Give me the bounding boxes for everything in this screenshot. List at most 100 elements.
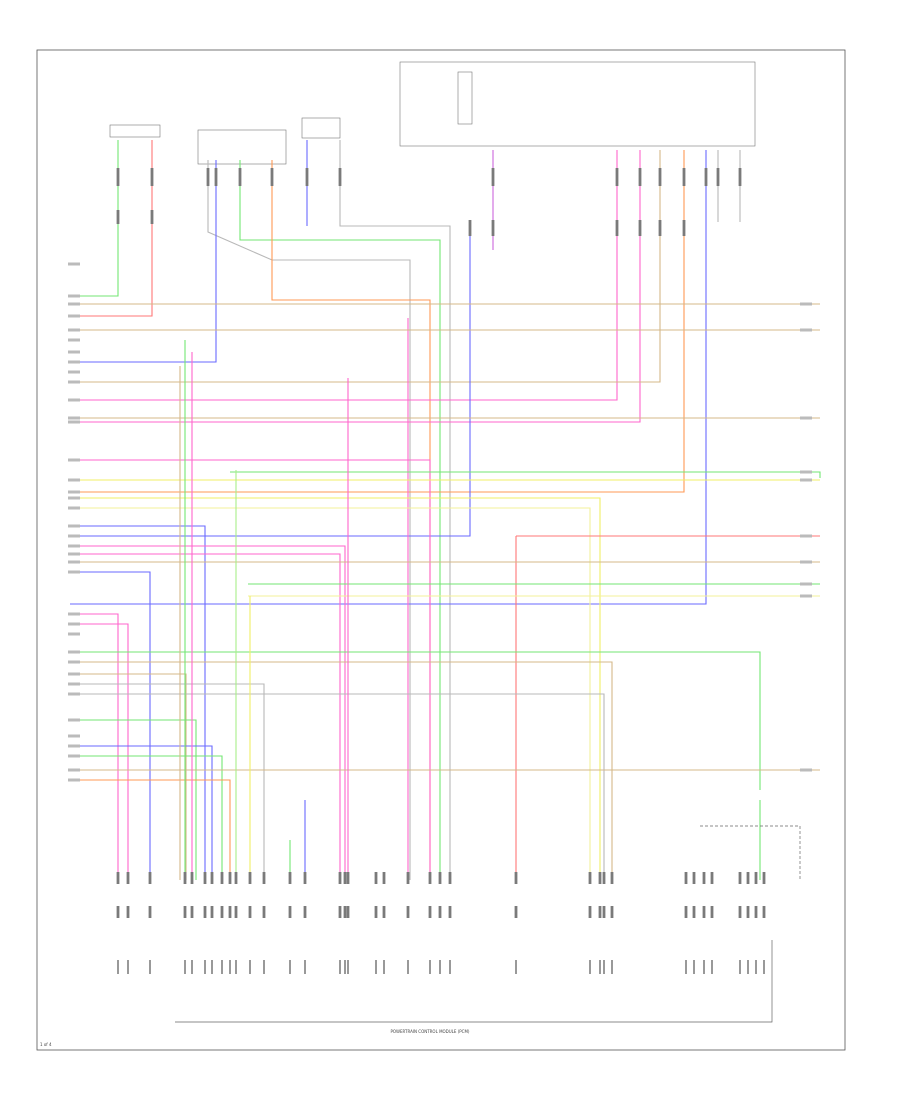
connector-pin xyxy=(638,168,642,186)
pin-label-mark xyxy=(763,960,765,974)
row-marker xyxy=(68,458,80,462)
connector-pin xyxy=(428,872,432,884)
connector-pin xyxy=(183,872,187,884)
diagram-border xyxy=(36,49,846,1051)
row-marker xyxy=(68,660,80,664)
pin-label-mark xyxy=(449,960,451,974)
row-marker xyxy=(68,768,80,772)
pin-label-mark xyxy=(429,960,431,974)
wire-gray-40 xyxy=(70,683,265,880)
connector-pin xyxy=(710,872,714,884)
pin-label-mark xyxy=(383,960,385,974)
row-marker xyxy=(68,380,80,384)
row-marker xyxy=(68,370,80,374)
connector-pin xyxy=(716,168,720,186)
pin-label-mark xyxy=(589,960,591,974)
connector-pin xyxy=(598,906,602,918)
row-marker xyxy=(800,416,812,420)
wire-lightyellow-25 xyxy=(70,507,591,880)
pin-label-mark xyxy=(204,960,206,974)
wire-pink-35 xyxy=(70,613,119,880)
wire-gray-7 xyxy=(339,140,451,880)
row-marker xyxy=(68,534,80,538)
connector-pin xyxy=(303,872,307,884)
connector-pin xyxy=(710,906,714,918)
connector-pin xyxy=(220,906,224,918)
connector-pin xyxy=(428,906,432,918)
connector-pin xyxy=(262,872,266,884)
connector-pin xyxy=(684,872,688,884)
connector-pin xyxy=(248,872,252,884)
row-marker xyxy=(68,506,80,510)
connector-pin xyxy=(514,906,518,918)
pin-label-mark xyxy=(711,960,713,974)
connector-pin xyxy=(346,906,350,918)
connector-pin xyxy=(190,906,194,918)
connector-pin xyxy=(692,872,696,884)
pin-label-mark xyxy=(611,960,613,974)
row-marker xyxy=(68,570,80,574)
connector-pin xyxy=(303,906,307,918)
wire-pink-29 xyxy=(70,545,346,880)
connector-pin xyxy=(491,168,495,186)
row-labels xyxy=(68,262,812,974)
row-marker xyxy=(800,582,812,586)
connector-pin xyxy=(343,906,347,918)
pin-label-mark xyxy=(439,960,441,974)
connector-pin xyxy=(220,872,224,884)
pin-label-mark xyxy=(263,960,265,974)
connector-pin xyxy=(262,906,266,918)
row-marker xyxy=(68,560,80,564)
connector-pin xyxy=(588,906,592,918)
connector-pin xyxy=(126,872,130,884)
row-marker xyxy=(68,744,80,748)
row-marker xyxy=(68,338,80,342)
pin-label-mark xyxy=(184,960,186,974)
wire-gray-41 xyxy=(70,693,605,880)
row-marker xyxy=(68,632,80,636)
connector-pin xyxy=(658,168,662,186)
wire-blue-16 xyxy=(70,220,471,537)
connector-pin xyxy=(346,872,350,884)
connector-pin xyxy=(682,168,686,186)
wire-green-22 xyxy=(230,471,821,478)
row-marker xyxy=(68,416,80,420)
connector-pin xyxy=(374,872,378,884)
row-marker xyxy=(68,778,80,782)
wire-gray-2 xyxy=(207,160,411,880)
wire-tan-39 xyxy=(70,673,187,880)
connector-pin xyxy=(206,168,210,186)
connector-pin xyxy=(406,872,410,884)
connector-pin xyxy=(762,872,766,884)
connector-pin xyxy=(288,872,292,884)
pin-label-mark xyxy=(755,960,757,974)
pin-label-mark xyxy=(235,960,237,974)
connector-pin xyxy=(150,210,154,224)
wire-tan-12 xyxy=(70,150,661,383)
connector-pin xyxy=(438,906,442,918)
pcm-frame xyxy=(175,940,773,1023)
pin-label-mark xyxy=(221,960,223,974)
pin-label-mark xyxy=(747,960,749,974)
connector-pin xyxy=(602,872,606,884)
pin-label-mark xyxy=(703,960,705,974)
wire-green-44 xyxy=(70,755,223,880)
wire-pink-10 xyxy=(70,150,641,423)
row-marker xyxy=(800,768,812,772)
page-reference: 1 of 4 xyxy=(40,1042,52,1047)
row-marker xyxy=(68,328,80,332)
connector-pin xyxy=(305,168,309,186)
pin-label-mark xyxy=(127,960,129,974)
connector-pin xyxy=(615,220,619,236)
wire-pink-36 xyxy=(70,623,129,880)
pin-label-mark xyxy=(229,960,231,974)
row-marker xyxy=(800,560,812,564)
connector-pin xyxy=(228,872,232,884)
row-marker xyxy=(800,534,812,538)
connector-pin xyxy=(126,906,130,918)
wire-pink-21 xyxy=(70,459,431,880)
connector-pin xyxy=(692,906,696,918)
row-marker xyxy=(800,302,812,306)
connector-pin xyxy=(610,872,614,884)
wire-blue-32 xyxy=(70,571,151,880)
